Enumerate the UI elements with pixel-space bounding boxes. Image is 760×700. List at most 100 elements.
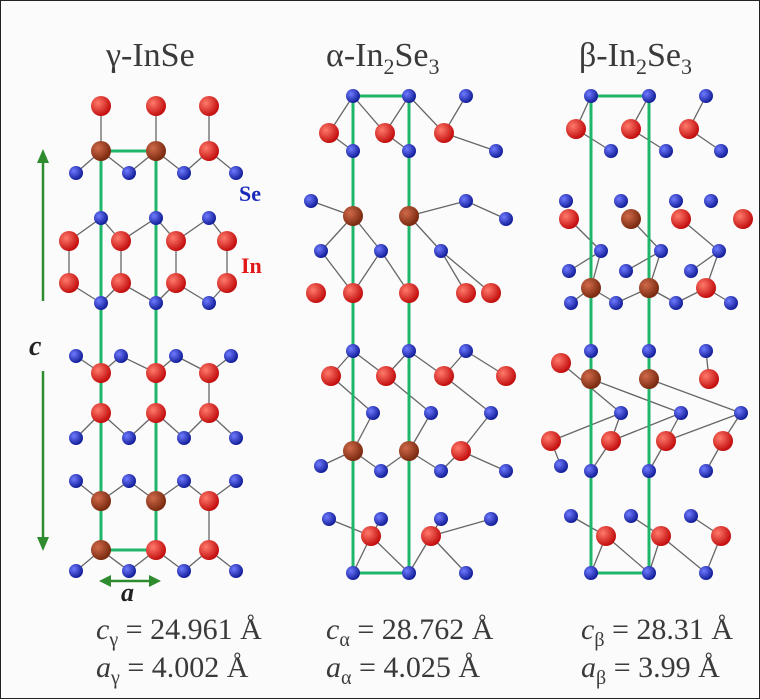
se-atom — [177, 166, 191, 180]
se-atom — [674, 406, 688, 420]
se-atom — [584, 89, 598, 103]
a-alpha-param: aα = 4.025 Å — [326, 651, 481, 689]
se-atom — [642, 566, 656, 580]
a-axis-arrowhead-right — [149, 575, 161, 587]
in-atom — [559, 209, 579, 229]
se-atom — [69, 564, 83, 578]
se-atom — [734, 406, 748, 420]
in-atom — [376, 366, 396, 386]
se-atom — [374, 244, 388, 258]
se-atom — [69, 431, 83, 445]
se-atom — [459, 194, 473, 208]
in-atom — [199, 96, 219, 116]
se-atom — [229, 474, 243, 488]
se-atom — [94, 296, 108, 310]
se-atom — [69, 474, 83, 488]
in-atom — [596, 526, 616, 546]
bond-line — [665, 412, 742, 442]
se-atom — [424, 406, 438, 420]
in-atom — [199, 141, 219, 161]
in-atom — [699, 369, 719, 389]
se-atom — [177, 564, 191, 578]
bond-line — [610, 412, 682, 442]
in-atom — [199, 491, 219, 511]
se-atom — [699, 566, 713, 580]
se-atom — [559, 194, 573, 208]
se-atom — [229, 564, 243, 578]
se-atom — [322, 512, 336, 526]
se-atom — [346, 566, 360, 580]
se-atom — [177, 431, 191, 445]
a-axis-label: a — [121, 578, 134, 607]
se-atom — [169, 349, 183, 363]
in-atom — [111, 231, 131, 251]
in-atom — [146, 96, 166, 116]
in-atom — [217, 273, 237, 293]
in-atom — [319, 123, 339, 143]
se-atom — [374, 512, 388, 526]
in-atom — [146, 540, 166, 560]
se-atom — [642, 89, 656, 103]
in-atom — [651, 526, 671, 546]
in-atom — [146, 363, 166, 383]
se-atom — [654, 244, 668, 258]
in-atom — [91, 96, 111, 116]
title-gamma-inse: γ-InSe — [106, 37, 195, 74]
in-atom — [671, 209, 691, 229]
in-atom — [199, 540, 219, 560]
se-atom — [202, 211, 216, 225]
se-atom — [584, 566, 598, 580]
in-atom — [399, 441, 419, 461]
se-atom — [484, 406, 498, 420]
in-atom — [679, 119, 699, 139]
se-atom — [402, 89, 416, 103]
in-atom — [696, 278, 716, 298]
se-atom — [499, 212, 513, 226]
se-atom — [229, 166, 243, 180]
gamma-unit-cell — [99, 149, 158, 552]
in-atom — [343, 283, 363, 303]
alpha-unit-cell — [351, 94, 411, 575]
in-atom — [621, 209, 641, 229]
se-atom — [459, 566, 473, 580]
beta-unit-cell — [589, 94, 651, 575]
in-atom — [91, 363, 111, 383]
se-atom — [224, 349, 238, 363]
in-atom — [146, 141, 166, 161]
c-axis-arrowhead-up — [37, 149, 49, 163]
in-atom — [146, 403, 166, 423]
se-atom — [619, 264, 633, 278]
se-atom — [346, 144, 360, 158]
in-atom — [361, 526, 381, 546]
in-atom — [166, 231, 186, 251]
se-atom — [202, 296, 216, 310]
se-atom — [642, 344, 656, 358]
bond-line — [590, 378, 682, 414]
a-axis-arrowhead-left — [99, 575, 111, 587]
se-atom — [642, 464, 656, 478]
in-atom — [639, 369, 659, 389]
se-atom — [684, 264, 698, 278]
c-axis-label: c — [29, 331, 42, 362]
se-atom — [94, 211, 108, 225]
a-beta-param: aβ = 3.99 Å — [581, 651, 720, 689]
se-atom — [659, 144, 673, 158]
se-atom — [499, 464, 513, 478]
in-atom — [91, 491, 111, 511]
se-atom — [434, 244, 448, 258]
in-atom — [733, 209, 753, 229]
se-atom — [614, 194, 628, 208]
bond-line — [440, 250, 492, 294]
se-atom — [584, 344, 598, 358]
in-atom — [434, 123, 454, 143]
se-atom — [402, 566, 416, 580]
se-atom — [699, 464, 713, 478]
se-atom — [699, 89, 713, 103]
c-gamma-param: cγ = 24.961 Å — [96, 613, 262, 651]
se-atom — [604, 144, 618, 158]
se-atom — [669, 194, 683, 208]
se-atom — [229, 431, 243, 445]
title-beta-in2se3: β-In2Se3 — [579, 37, 692, 79]
se-atom — [122, 564, 136, 578]
in-atom — [496, 366, 516, 386]
